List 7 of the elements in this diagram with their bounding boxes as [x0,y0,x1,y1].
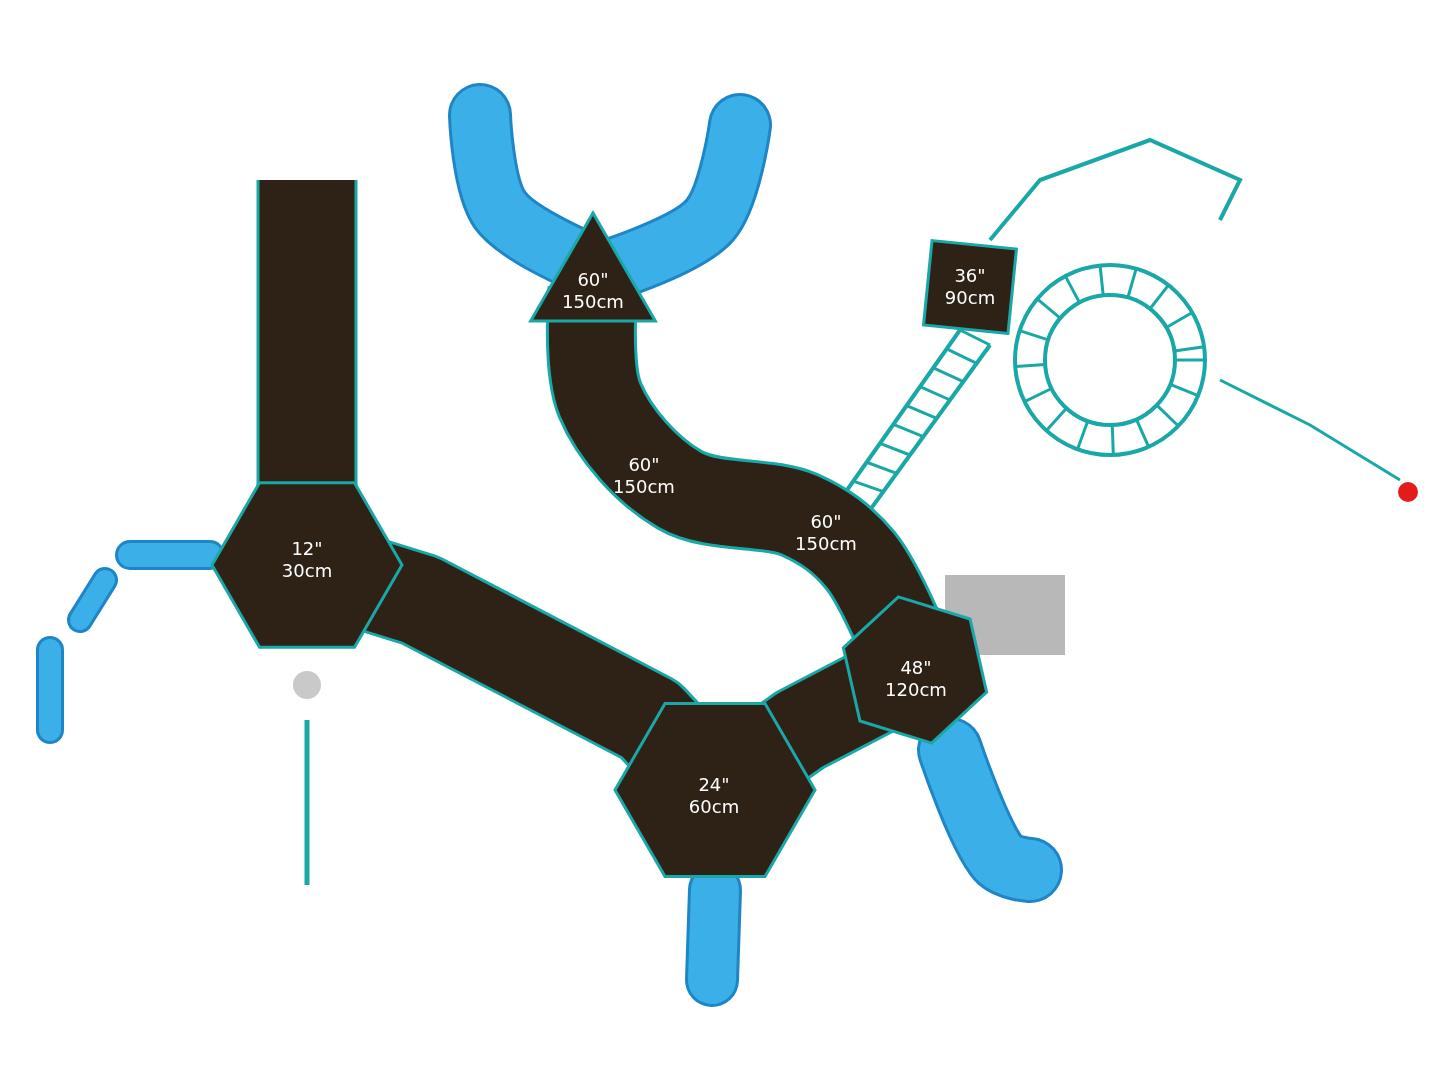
deck-height-label: 48" 120cm [884,657,948,701]
deck-height-label: 24" 60cm [687,774,741,818]
deck-height-label: 60" 150cm [612,454,676,498]
deck-height-label: 36" 90cm [943,265,997,309]
deck-height-label: 60" 150cm [794,511,858,555]
deck-height-label: 12" 30cm [280,538,334,582]
deck-height-label: 60" 150cm [561,269,625,313]
